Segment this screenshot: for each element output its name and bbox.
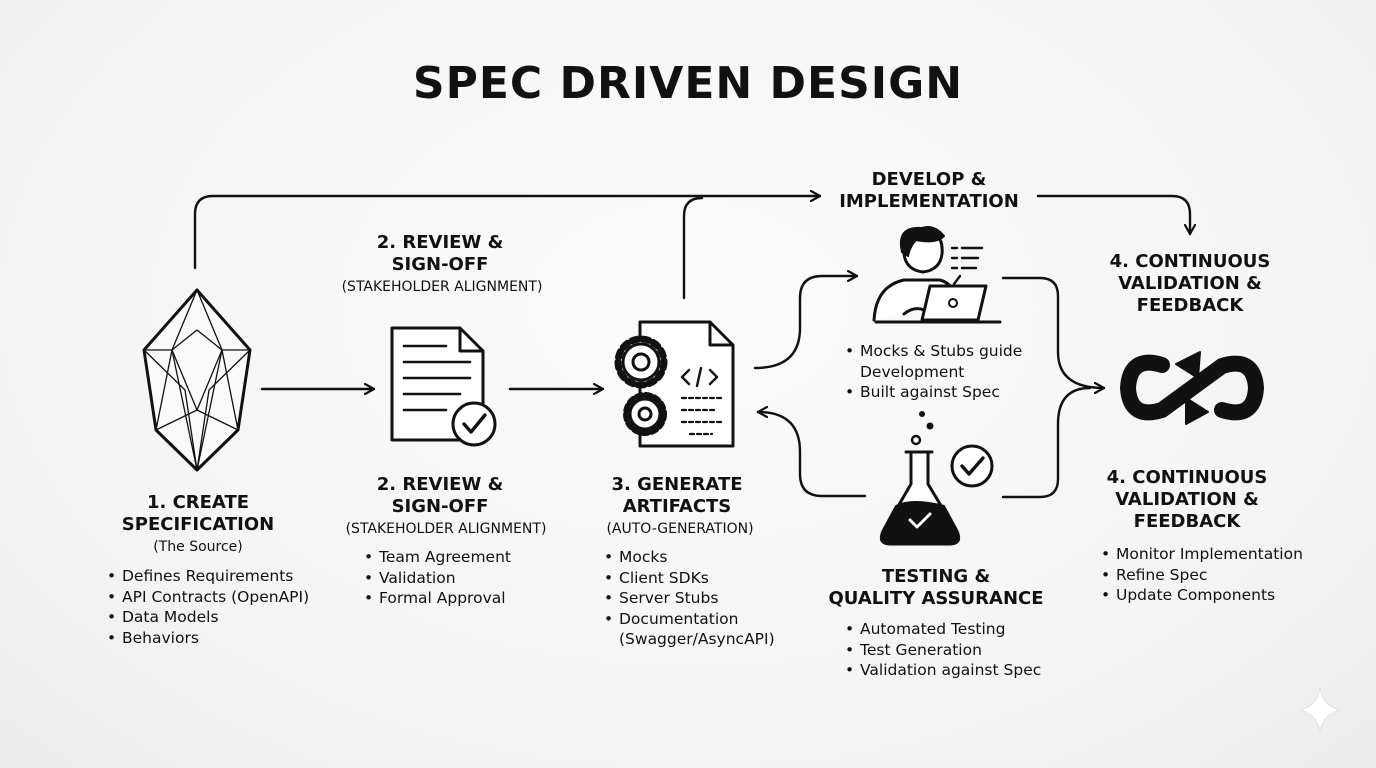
document-check-icon <box>390 326 497 447</box>
crystal-icon <box>142 288 252 472</box>
list-item: Update Components <box>1101 585 1303 606</box>
arrow-generate-to-develop <box>682 196 704 300</box>
arrow-generate-to-develop-branch <box>753 276 859 370</box>
list-item: Automated Testing <box>845 619 1041 640</box>
list-item: Formal Approval <box>364 588 511 609</box>
step2-bullets: Team Agreement Validation Formal Approva… <box>364 547 511 609</box>
testing-heading: TESTING & QUALITY ASSURANCE <box>828 566 1044 609</box>
arrow-spec-to-develop <box>193 196 822 270</box>
flask-check-icon <box>879 411 994 546</box>
list-item: Data Models <box>107 607 309 628</box>
step3-bullets: Mocks Client SDKs Server Stubs Documenta… <box>604 547 775 650</box>
list-item: Behaviors <box>107 628 309 649</box>
step4-heading: 4. CONTINUOUS VALIDATION & FEEDBACK <box>1106 467 1268 532</box>
list-item: Built against Spec <box>845 382 1022 403</box>
arrow-develop-to-loop <box>1001 276 1106 388</box>
list-item: Mocks <box>604 547 775 568</box>
list-item: Monitor Implementation <box>1101 544 1303 565</box>
list-item: Server Stubs <box>604 588 775 609</box>
step4-top-heading: 4. CONTINUOUS VALIDATION & FEEDBACK <box>1109 251 1271 316</box>
step3-subtitle: (AUTO-GENERATION) <box>606 521 754 537</box>
list-item: Documentation (Swagger/AsyncAPI) <box>604 609 775 650</box>
step1-heading: 1. CREATE SPECIFICATION <box>121 492 275 535</box>
sparkle-icon <box>1299 687 1341 733</box>
step3-heading: 3. GENERATE ARTIFACTS <box>611 474 743 517</box>
testing-bullets: Automated Testing Test Generation Valida… <box>845 619 1041 681</box>
list-item: Defines Requirements <box>107 566 309 587</box>
list-item: Refine Spec <box>1101 565 1303 586</box>
list-item: API Contracts (OpenAPI) <box>107 587 309 608</box>
develop-bullets: Mocks & Stubs guide Development Built ag… <box>845 341 1022 403</box>
list-item: Mocks & Stubs guide Development <box>845 341 1022 382</box>
step1-bullets: Defines Requirements API Contracts (Open… <box>107 566 309 648</box>
list-item: Client SDKs <box>604 568 775 589</box>
arrow-testing-to-generate <box>756 412 867 498</box>
page-title: SPEC DRIVEN DESIGN <box>412 58 964 109</box>
gears-code-document-icon <box>614 320 735 448</box>
arrow-develop-to-validation <box>1036 194 1190 236</box>
list-item: Team Agreement <box>364 547 511 568</box>
list-item: Validation <box>364 568 511 589</box>
step4-bullets: Monitor Implementation Refine Spec Updat… <box>1101 544 1303 606</box>
step2-top-heading: 2. REVIEW & SIGN-OFF <box>376 232 504 275</box>
list-item: Validation against Spec <box>845 660 1041 681</box>
step2-heading: 2. REVIEW & SIGN-OFF <box>376 474 504 517</box>
developer-laptop-icon <box>872 226 1002 324</box>
step2-top-subtitle: (STAKEHOLDER ALIGNMENT) <box>341 279 543 295</box>
develop-heading: DEVELOP & IMPLEMENTATION <box>839 169 1019 212</box>
step2-subtitle: (STAKEHOLDER ALIGNMENT) <box>345 521 547 537</box>
step1-subtitle: (The Source) <box>153 539 243 555</box>
infinity-loop-icon <box>1119 351 1265 425</box>
arrow-testing-to-loop <box>1001 386 1092 499</box>
list-item: Test Generation <box>845 640 1041 661</box>
